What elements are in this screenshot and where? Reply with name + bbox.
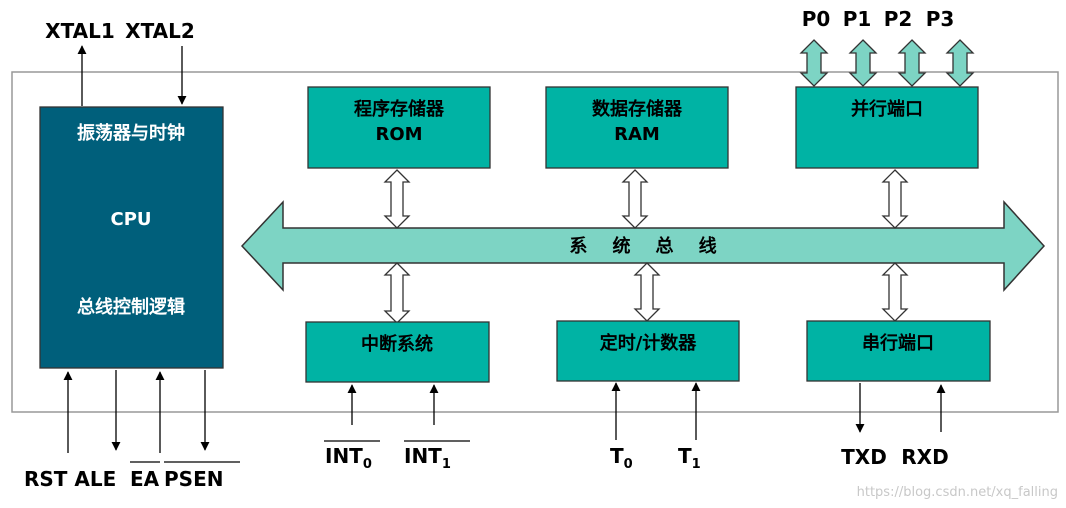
p2-label: P2 xyxy=(884,7,913,31)
ram-label-line1: 数据存储器 xyxy=(592,98,683,120)
serial-port-label: 串行端口 xyxy=(862,332,934,354)
cpu-block xyxy=(39,106,224,369)
timer-block xyxy=(556,320,740,382)
t0-label: T0 xyxy=(610,444,633,472)
xtal2-label: XTAL2 xyxy=(125,19,195,43)
timer-label: 定时/计数器 xyxy=(600,332,698,354)
cpu-oscillator-label: 振荡器与时钟 xyxy=(77,122,185,144)
ea-label: EA xyxy=(130,467,160,491)
int1-label: INT1 xyxy=(404,444,451,472)
watermark: https://blog.csdn.net/xq_falling xyxy=(857,485,1058,500)
serial-bus-link xyxy=(881,262,909,322)
xtal1-label: XTAL1 xyxy=(45,19,115,43)
p3-port-arrow xyxy=(945,39,975,87)
cpu-bus-control-label: 总线控制逻辑 xyxy=(77,296,185,318)
t1-label: T1 xyxy=(678,444,701,472)
system-bus-arrow xyxy=(240,200,1046,292)
parallel-port-block xyxy=(795,86,979,169)
rxd-label: RXD xyxy=(901,445,948,469)
p2-port-arrow xyxy=(897,39,927,87)
rom-label-line2: ROM xyxy=(375,124,422,145)
rst-ale-label: RST ALE xyxy=(24,467,116,491)
interrupt-label: 中断系统 xyxy=(361,333,433,355)
p1-label: P1 xyxy=(843,7,872,31)
interrupt-block xyxy=(305,321,490,383)
rom-bus-link xyxy=(383,169,411,229)
psen-label: PSEN xyxy=(164,467,223,491)
rom-block xyxy=(307,86,491,169)
ram-bus-link xyxy=(621,169,649,229)
rom-label-line1: 程序存储器 xyxy=(354,98,445,120)
serial-port-block xyxy=(806,320,991,382)
parallel-port-label: 并行端口 xyxy=(851,98,923,120)
chip-frame xyxy=(11,71,1059,413)
txd-label: TXD xyxy=(841,445,887,469)
p3-label: P3 xyxy=(926,7,955,31)
p0-port-arrow xyxy=(799,39,829,87)
interrupt-bus-link xyxy=(383,262,411,324)
int0-label: INT0 xyxy=(325,444,372,472)
ram-label-line2: RAM xyxy=(614,124,660,145)
timer-bus-link xyxy=(633,262,661,322)
system-bus-label: 系 统 总 线 xyxy=(569,235,716,257)
ram-block xyxy=(545,86,729,169)
parallel-bus-link xyxy=(881,169,909,229)
p1-port-arrow xyxy=(848,39,878,87)
cpu-label: CPU xyxy=(110,209,151,230)
p0-label: P0 xyxy=(802,7,831,31)
